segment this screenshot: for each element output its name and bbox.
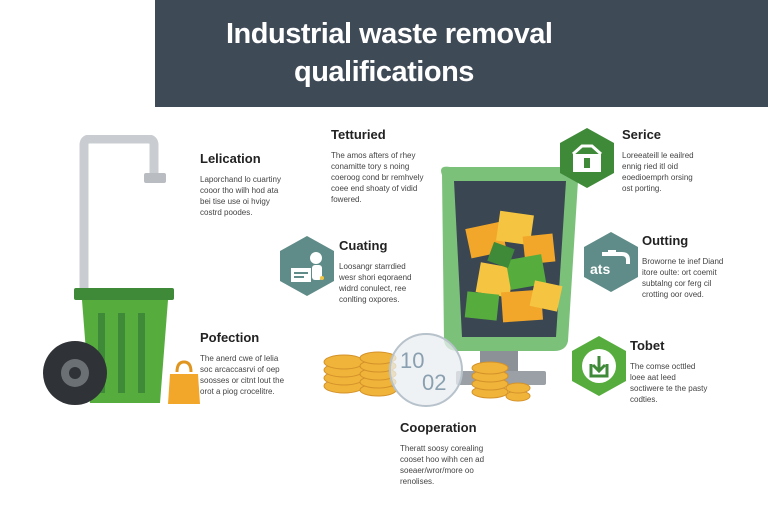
coins-label-bottom: 02	[422, 370, 446, 395]
section-body: The anerd cwe of lelia soc arcaccasrvi o…	[200, 354, 285, 396]
wheeled-bin-icon	[43, 135, 174, 405]
section-heading: Pofection	[200, 330, 260, 345]
box-icon	[560, 128, 614, 188]
page-title-line-1: Industrial waste removal	[226, 18, 553, 50]
section-heading: Lelication	[200, 151, 261, 166]
section-heading: Tetturied	[331, 127, 386, 142]
section-tobet: Tobet The comse octtled loee aat leed so…	[630, 338, 740, 405]
section-serice: Serice Loreeateill le eailred ennig ried…	[622, 127, 732, 194]
section-body: Theratt soosy corealing cooset hoo wihh …	[400, 444, 485, 486]
page-title-line-2: qualifications	[294, 56, 474, 88]
title-banner	[155, 0, 768, 107]
section-body: The amos afters of rhey conamitte tory s…	[331, 151, 424, 204]
section-body: Loreeateill le eailred ennig ried itl oi…	[622, 151, 694, 193]
section-heading: Cuating	[339, 238, 388, 253]
section-heading: Tobet	[630, 338, 665, 353]
coins-label-top: 10	[400, 348, 424, 373]
section-pofection: Pofection The anerd cwe of lelia soc arc…	[200, 330, 325, 397]
section-heading: Outting	[642, 233, 689, 248]
section-body: The comse octtled loee aat leed soctiwer…	[630, 362, 708, 404]
section-body: Broworne te inef Diand itore oulte: ort …	[642, 257, 724, 299]
outting-hex-label: ats	[590, 261, 610, 277]
section-cooperation: Cooperation Theratt soosy corealing coos…	[400, 420, 520, 487]
section-lelication: Lelication Laporchand lo cuartiny cooor …	[200, 151, 340, 218]
section-body: Laporchand lo cuartiny cooor tho wilh ho…	[200, 175, 281, 217]
chart-person-icon	[280, 236, 334, 296]
section-tetturied: Tetturied The amos afters of rhey conami…	[331, 127, 451, 205]
section-outting: Outting Broworne te inef Diand itore oul…	[642, 233, 752, 300]
section-body: Loosangr starrdied wesr shori eqoraend w…	[339, 262, 412, 304]
section-coating: Cuating Loosangr starrdied wesr shori eq…	[339, 238, 439, 305]
section-heading: Serice	[622, 127, 662, 142]
waste-hopper-icon	[441, 166, 579, 385]
section-heading: Cooperation	[400, 420, 477, 435]
download-box-icon	[572, 336, 626, 396]
bag-icon	[168, 360, 200, 404]
coin-stacks-icon: 10 02	[323, 333, 531, 407]
faucet-icon: ats	[584, 232, 638, 292]
